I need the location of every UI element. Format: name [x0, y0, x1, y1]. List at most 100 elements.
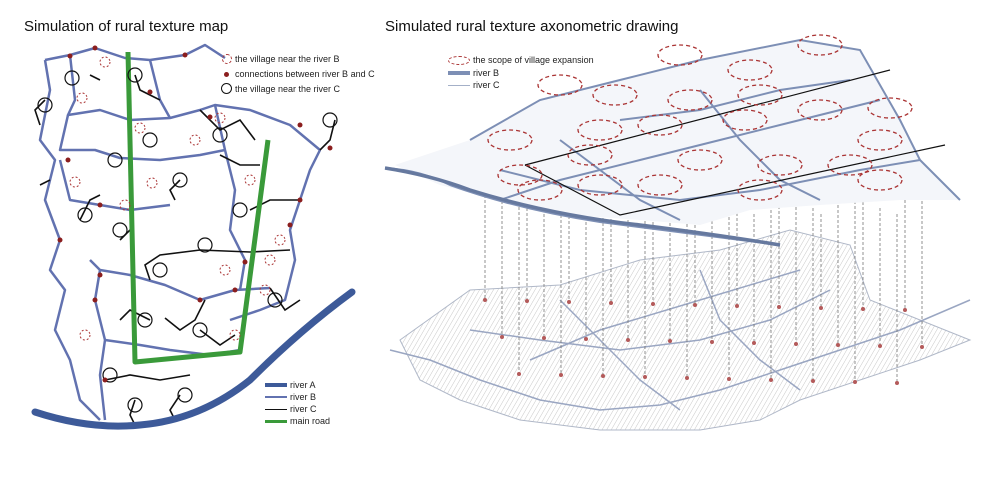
village-cluster: [643, 375, 647, 379]
legend-item-river-a: river A: [265, 380, 316, 390]
village-river-b-marker: [259, 284, 271, 296]
legend-label: connections between river B and C: [235, 69, 375, 79]
connection-dot: [232, 287, 238, 293]
expansion-scope-ellipse: [737, 84, 783, 106]
connection-dot: [182, 52, 188, 58]
village-cluster: [584, 337, 588, 341]
legend-label: the village near the river B: [235, 54, 340, 64]
expansion-scope-ellipse: [867, 97, 913, 119]
connection-dot: [147, 89, 153, 95]
village-river-b-marker: [119, 199, 131, 211]
village-cluster: [559, 373, 563, 377]
village-river-b-marker: [244, 174, 256, 186]
connection-dot: [102, 377, 108, 383]
village-cluster: [668, 339, 672, 343]
village-river-c-marker: [142, 132, 158, 148]
connection-dot: [287, 222, 293, 228]
village-cluster: [769, 378, 773, 382]
legend-item-right-river-c: river C: [448, 80, 500, 90]
legend-item-river-b: river B: [265, 392, 316, 402]
village-cluster: [811, 379, 815, 383]
expansion-scope-ellipse: [677, 149, 723, 171]
lower-layer-rivers: [389, 269, 971, 411]
village-cluster: [609, 301, 613, 305]
village-river-c-marker: [197, 237, 213, 253]
village-river-c-marker: [112, 222, 128, 238]
village-cluster: [920, 345, 924, 349]
village-river-b-marker: [214, 112, 226, 124]
village-river-c-marker: [232, 202, 248, 218]
legend-item-village-river-b: the village near the river B: [222, 54, 340, 64]
village-cluster: [601, 374, 605, 378]
village-cluster: [483, 298, 487, 302]
village-river-c-marker: [172, 172, 188, 188]
red-dot-icon: [224, 71, 229, 77]
village-river-b-marker: [264, 254, 276, 266]
main-road-swatch: [265, 419, 287, 423]
expansion-scope-ellipse: [797, 99, 843, 121]
legend-label: the scope of village expansion: [473, 55, 594, 65]
village-cluster: [525, 299, 529, 303]
expansion-scope-ellipse: [567, 144, 613, 166]
river-c-network: [34, 74, 336, 426]
village-clusters: [483, 298, 924, 385]
legend-label: river C: [290, 404, 317, 414]
connection-dot: [207, 114, 213, 120]
legend-label: the village near the river C: [235, 83, 341, 94]
village-cluster: [836, 343, 840, 347]
village-river-b-marker: [69, 176, 81, 188]
village-cluster: [727, 377, 731, 381]
village-river-c-marker: [137, 312, 153, 328]
river-c-swatch: [448, 84, 470, 86]
village-river-b-marker: [229, 329, 241, 341]
connection-dot: [327, 145, 333, 151]
village-river-c-marker: [267, 292, 283, 308]
village-cluster: [517, 372, 521, 376]
expansion-scope-ellipse: [592, 84, 638, 106]
connection-dot: [97, 272, 103, 278]
black-circle-icon: [221, 83, 232, 94]
road-projection: [524, 69, 946, 216]
expansion-scope-ellipse: [857, 169, 903, 191]
village-river-c-marker: [37, 97, 53, 113]
village-river-c-marker: [64, 70, 80, 86]
village-cluster: [752, 341, 756, 345]
expansion-scope-ellipse: [757, 154, 803, 176]
village-river-c-marker: [107, 152, 123, 168]
legend-label: river C: [473, 80, 500, 90]
connection-markers: [57, 45, 333, 383]
village-river-b-marker: [134, 122, 146, 134]
connection-dot: [297, 122, 303, 128]
village-cluster: [710, 340, 714, 344]
village-cluster: [853, 380, 857, 384]
expansion-scope-ellipse: [827, 154, 873, 176]
village-cluster: [651, 302, 655, 306]
village-cluster: [903, 308, 907, 312]
connection-dot: [97, 202, 103, 208]
river-b-swatch: [448, 71, 470, 75]
village-river-c-marker: [322, 112, 338, 128]
village-cluster: [819, 306, 823, 310]
village-cluster: [542, 336, 546, 340]
legend-label: main road: [290, 416, 331, 426]
left-panel-title: Simulation of rural texture map: [24, 18, 229, 35]
village-cluster: [685, 376, 689, 380]
upper-layer-river-a: [384, 166, 781, 247]
village-cluster: [735, 304, 739, 308]
connection-dot: [242, 259, 248, 265]
village-river-b-marker: [99, 56, 111, 68]
village-river-b-marker: [146, 177, 158, 189]
legend-label: river A: [290, 380, 316, 390]
river-a: [31, 288, 356, 430]
village-river-b-marker: [189, 134, 201, 146]
village-cluster: [794, 342, 798, 346]
rural-texture-map: [31, 43, 356, 430]
expansion-scope-ellipse: [737, 179, 783, 201]
legend-item-village-river-c: the village near the river C: [221, 83, 340, 94]
connection-dot: [57, 237, 63, 243]
village-near-river-b-markers: [69, 56, 286, 341]
legend-label: river B: [473, 68, 500, 78]
expansion-scope-ellipse: [487, 129, 533, 151]
village-cluster: [500, 335, 504, 339]
connection-dot: [197, 297, 203, 303]
